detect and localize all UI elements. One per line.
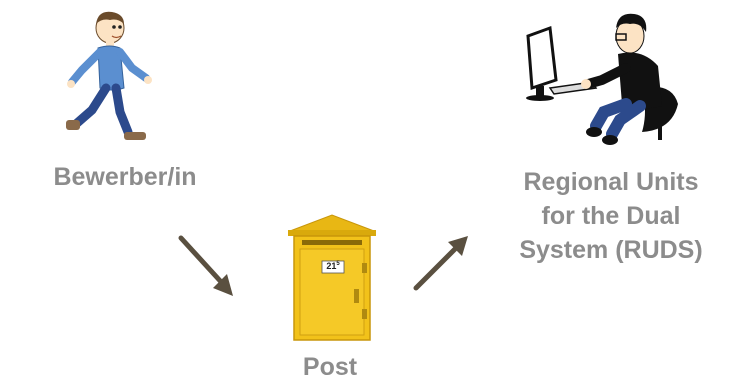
ruds-label-line-1: Regional Units bbox=[486, 165, 736, 199]
ruds-label: Regional Units for the Dual System (RUDS… bbox=[486, 165, 736, 267]
post-label: Post bbox=[270, 350, 390, 384]
mailbox-number-sup: 5 bbox=[336, 261, 339, 267]
ruds-label-line-2: for the Dual bbox=[486, 199, 736, 233]
person-at-computer-icon bbox=[522, 8, 690, 146]
mailbox-number-main: 21 bbox=[326, 261, 336, 271]
arrow-post-to-ruds bbox=[410, 232, 475, 294]
ruds-label-line-3: System (RUDS) bbox=[486, 233, 736, 267]
mailbox-number: 215 bbox=[322, 261, 344, 271]
arrow-applicant-to-post bbox=[175, 232, 240, 302]
walking-person-icon bbox=[58, 6, 158, 146]
mailbox-icon bbox=[286, 213, 378, 343]
applicant-label: Bewerber/in bbox=[10, 160, 240, 194]
